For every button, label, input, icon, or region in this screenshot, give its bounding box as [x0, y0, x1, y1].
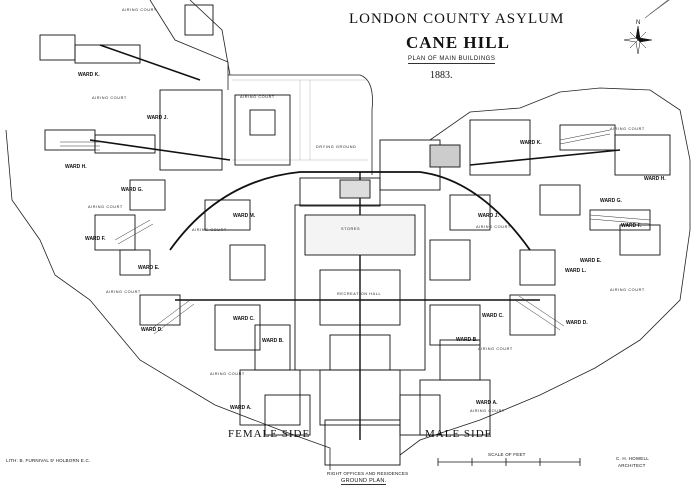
ward-label: WARD H. — [644, 176, 666, 182]
female-side-label: FEMALE SIDE — [228, 428, 311, 440]
airing-court-label: AIRING COURT — [610, 127, 645, 131]
ward-label: WARD C. — [233, 316, 255, 322]
airing-court-label: AIRING COURT — [240, 95, 275, 99]
scale-bar — [437, 458, 581, 466]
architect-name: C. H. HOWELL — [616, 456, 649, 461]
ward-label: WARD C. — [482, 313, 504, 319]
ward-label: WARD B. — [262, 338, 284, 344]
airing-court-label: AIRING COURT — [92, 96, 127, 100]
airing-court-label: AIRING COURT — [476, 225, 511, 229]
ward-label: WARD D. — [141, 327, 163, 333]
ward-label: WARD B. — [456, 337, 478, 343]
ward-label: WARD M. — [233, 213, 256, 219]
airing-court-label: AIRING COURT — [106, 290, 141, 294]
compass-north-label: N — [636, 20, 641, 26]
plan-caption: PLAN OF MAIN BUILDINGS — [408, 56, 496, 64]
scale-label: SCALE OF FEET — [488, 452, 526, 457]
plan-year: 1883. — [430, 70, 453, 81]
ward-label: WARD A. — [230, 405, 252, 411]
ward-label: WARD K. — [78, 72, 100, 78]
printer-credit: LITH: B. FURNIVAL 5ᵗ HOLBORN E.C. — [6, 458, 91, 463]
ward-label: WARD G. — [600, 198, 622, 204]
ward-label: WARD F. — [85, 236, 106, 242]
ward-label: WARD J. — [478, 213, 499, 219]
ward-label: WARD D. — [566, 320, 588, 326]
map-subtitle: CANE HILL — [406, 33, 510, 52]
ward-label: WARD E. — [580, 258, 602, 264]
airing-court-label: AIRING COURT — [470, 409, 505, 413]
ward-label: WARD F. — [621, 223, 642, 229]
ward-label: WARD G. — [121, 187, 143, 193]
grid-lines — [232, 79, 368, 161]
stores-label: STORES — [341, 227, 361, 231]
map-title: LONDON COUNTY ASYLUM — [349, 11, 565, 27]
ward-label: WARD J. — [147, 115, 168, 121]
corner-scribble — [644, 0, 670, 19]
ward-label: WARD K. — [520, 140, 542, 146]
airing-court-label: AIRING COURT — [210, 372, 245, 376]
compass-rose-icon — [623, 25, 653, 55]
airing-court-label: AIRING COURT — [610, 288, 645, 292]
architect-role: ARCHITECT — [618, 463, 646, 468]
airing-court-label: AIRING COURT — [122, 8, 157, 12]
site-boundary — [5, 0, 691, 470]
drying-ground-label: DRYING GROUND — [316, 145, 357, 149]
male-side-label: MALE SIDE — [425, 428, 493, 440]
recreation-hall-label: RECREATION HALL — [337, 292, 382, 296]
ward-label: WARD A. — [476, 400, 498, 406]
airing-court-label: AIRING COURT — [478, 347, 513, 351]
ground-plan-label: GROUND PLAN. — [341, 478, 387, 485]
ward-label: WARD H. — [65, 164, 87, 170]
ward-label: WARD L. — [565, 268, 587, 274]
building-blocks — [39, 4, 671, 466]
wing-hatching — [60, 129, 651, 335]
corridors — [89, 44, 621, 440]
ground-plan-note: RIGHT OFFICES AND RESIDENCES — [327, 471, 409, 476]
ward-label: WARD E. — [138, 265, 160, 271]
airing-court-label: AIRING COURT — [88, 205, 123, 209]
airing-court-label: AIRING COURT — [192, 228, 227, 232]
